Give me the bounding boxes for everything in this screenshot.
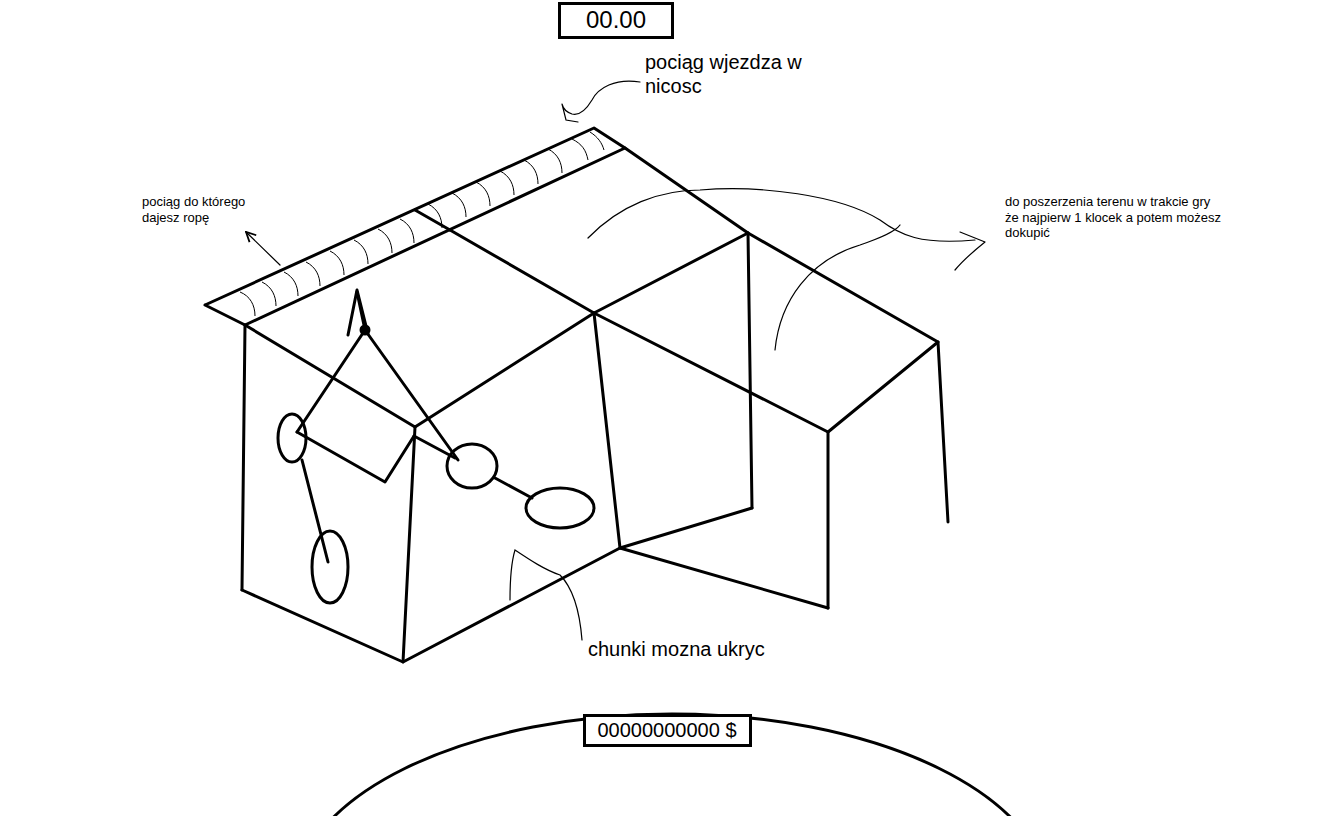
figure-circle xyxy=(278,414,306,462)
cube-edge xyxy=(245,230,594,427)
timer-box: 00.00 xyxy=(558,2,674,39)
figure-circle xyxy=(447,444,497,488)
leader-line xyxy=(955,232,985,270)
leader-arrow xyxy=(246,232,280,265)
cube-edge xyxy=(594,148,748,313)
cube-edge xyxy=(594,313,620,548)
hatch xyxy=(240,132,604,316)
callout-note: do poszerzenia terenu w trakcie gry że n… xyxy=(1005,194,1227,241)
box-text: 00000000000 $ xyxy=(597,719,736,742)
figure-circle xyxy=(526,488,594,528)
callout-note: pociąg do którego dajesz ropę xyxy=(142,194,282,225)
cube-edge xyxy=(748,233,752,508)
cube-edge xyxy=(938,342,948,522)
cube-edge xyxy=(620,508,752,548)
leader-line xyxy=(588,189,975,242)
callout-note: chunki mozna ukryc xyxy=(588,637,828,661)
box-text: 00.00 xyxy=(586,6,646,34)
hud-ellipse xyxy=(294,714,1050,816)
cube-edge xyxy=(242,325,245,590)
callout-note: pociąg wjezdza w nicosc xyxy=(645,50,845,98)
cube-edge xyxy=(827,432,830,608)
cube-edge xyxy=(594,233,938,432)
figure-line xyxy=(297,432,414,482)
figure-line xyxy=(297,330,365,432)
figure-arrowhead xyxy=(348,290,368,335)
cube-edge xyxy=(403,427,415,662)
leader-line xyxy=(510,550,582,640)
rail-hatching xyxy=(240,132,604,316)
figure-circle xyxy=(312,531,348,603)
cube-edge xyxy=(242,548,828,662)
figure-line xyxy=(495,478,532,498)
rail-divider xyxy=(415,210,450,230)
leader-line xyxy=(775,225,900,350)
leader-line xyxy=(562,81,640,122)
money-box: 00000000000 $ xyxy=(583,714,752,747)
